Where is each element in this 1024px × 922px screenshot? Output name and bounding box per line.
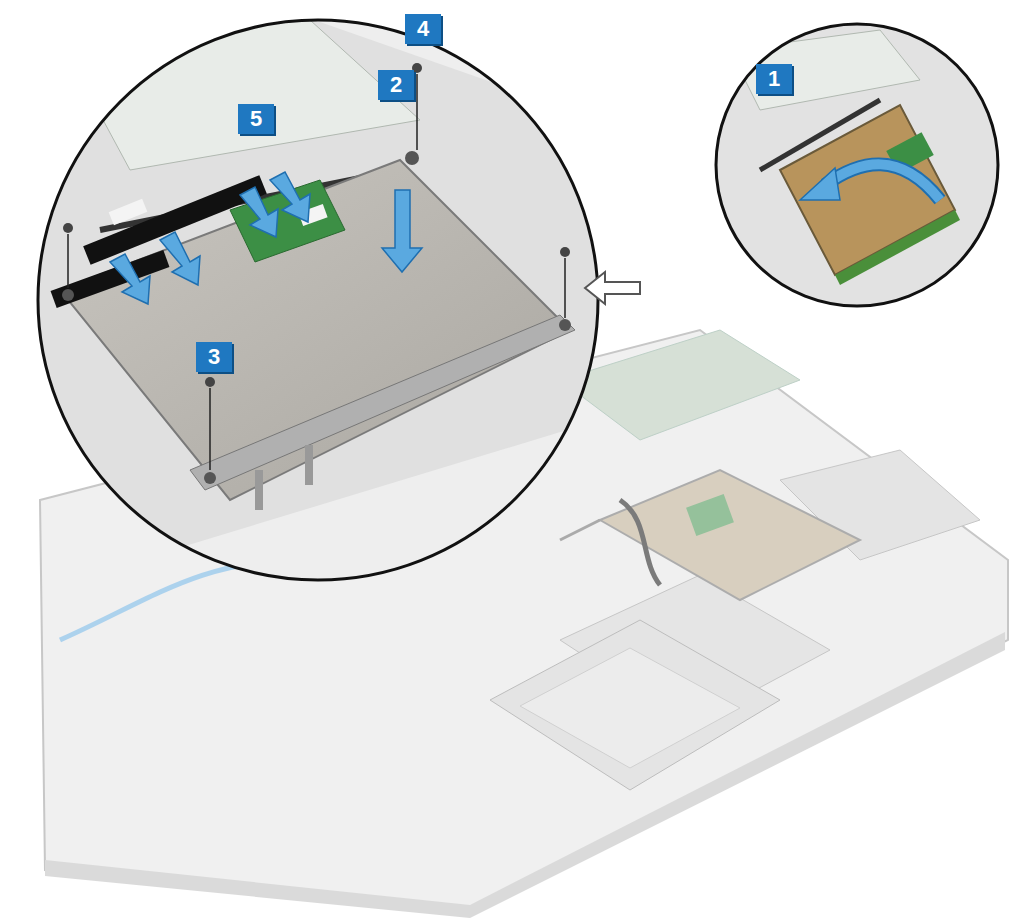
callout-number: 5 bbox=[238, 104, 274, 134]
callout-number: 2 bbox=[378, 70, 414, 100]
bracket-edge bbox=[560, 520, 600, 540]
base-edge bbox=[45, 632, 1005, 918]
touchpad-bracket bbox=[190, 315, 575, 490]
screw bbox=[63, 223, 73, 288]
flip-arrow bbox=[825, 164, 940, 200]
touchpad-installed bbox=[600, 470, 860, 600]
motherboard bbox=[560, 330, 800, 440]
screw-hole bbox=[405, 151, 419, 165]
detail-inset bbox=[30, 15, 610, 595]
inset-ground bbox=[30, 15, 610, 595]
cable-label bbox=[109, 199, 148, 225]
touchpad-board bbox=[686, 494, 734, 536]
view-arrow bbox=[585, 272, 640, 304]
inset-border bbox=[716, 24, 998, 306]
screw-hole bbox=[204, 472, 216, 484]
memory-module bbox=[60, 20, 420, 170]
inset-chassis bbox=[715, 20, 1000, 320]
inset-border bbox=[38, 20, 598, 580]
direction-arrow bbox=[110, 172, 422, 304]
flip-arrow-head bbox=[800, 168, 840, 200]
screw bbox=[205, 377, 215, 470]
screw-hole bbox=[62, 289, 74, 301]
callout-number: 3 bbox=[196, 342, 232, 372]
bracket-post bbox=[255, 470, 263, 510]
callout-number: 1 bbox=[756, 64, 792, 94]
touchpad-plate bbox=[60, 160, 570, 500]
flip-arrow bbox=[825, 164, 940, 200]
touchpad-cable bbox=[620, 500, 660, 585]
callout-number: 4 bbox=[405, 14, 441, 44]
detail-inset bbox=[710, 20, 1010, 320]
memory-module bbox=[730, 30, 920, 110]
inset-ground bbox=[710, 20, 1010, 320]
touchpad-plate bbox=[780, 105, 955, 275]
bracket-post bbox=[305, 445, 313, 485]
hard-drive-label bbox=[520, 648, 740, 768]
hard-drive bbox=[490, 620, 780, 790]
touchpad-edge bbox=[835, 210, 960, 285]
screw bbox=[560, 247, 570, 318]
screw-hole bbox=[559, 319, 571, 331]
